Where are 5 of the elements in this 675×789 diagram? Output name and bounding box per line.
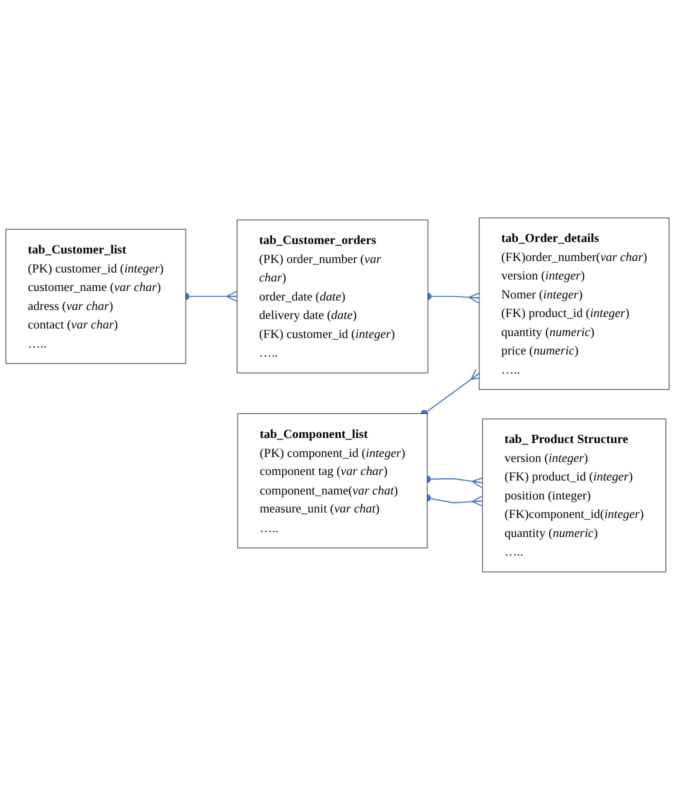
node-box: tab_Component_list (PK) component_id (integer) component tag (var char) component_name(var chat) measure_unit (var chat) ….. <box>237 412 428 548</box>
node-box: tab_Order_details (FK)order_number(var char) version (integer) Nomer (integer) (FK) product_id (integer) quantity (numeric) price (numeric) ….. <box>478 217 670 390</box>
node-box: tab_ Product Structure version (integer) (FK) product_id (integer) position (integer) (FK)component_id(integer) quantity (numeric) ….. <box>482 418 666 572</box>
node-box: tab_Customer_list (PK) customer_id (integer) customer_name (var char) adress (var char) contact (var char) ….. <box>6 228 186 364</box>
node-box: tab_Customer_orders (PK) order_number (var char) order_date (date) delivery date (date) (FK) customer_id (integer) ….. <box>236 219 428 373</box>
